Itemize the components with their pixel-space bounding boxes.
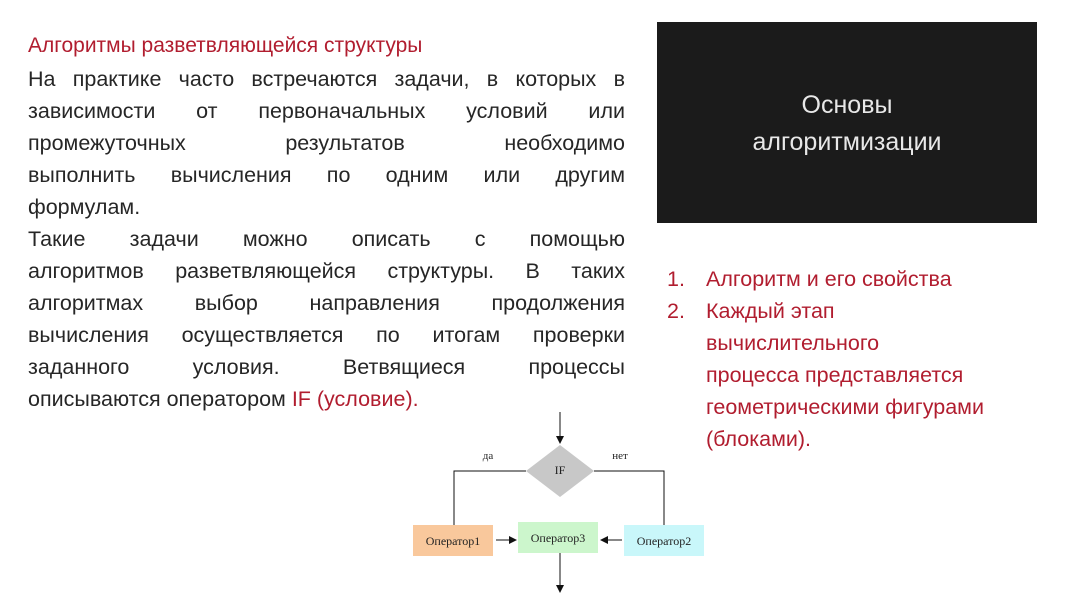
operator3-label: Оператор3 [531, 531, 586, 545]
list-item-text: Каждый этап [706, 299, 835, 323]
list-number: 1. [667, 267, 685, 291]
if-diamond [526, 445, 594, 497]
list-item-text: геометрическими фигурами [706, 395, 984, 419]
body-text-prefix: описываются оператором [28, 387, 292, 411]
operator1-box [413, 525, 493, 556]
section-title-line: алгоритмизации [752, 128, 942, 156]
body-line: промежуточных результатов необходимо [28, 131, 625, 155]
list-item-text: вычислительного [706, 331, 880, 355]
no-label: нет [612, 450, 628, 462]
body-line: На практике часто встречаются задачи, в … [28, 67, 625, 91]
body-line: Такие задачи можно описать с помощью [28, 227, 625, 251]
yes-label: да [483, 450, 494, 462]
section-title-line: Основы [801, 91, 893, 119]
numbered-list: 1. Алгоритм и его свойства 2. Каждый эта… [667, 263, 984, 455]
body-line: алгоритмах выбор направления продолжения [28, 291, 625, 315]
no-branch-line [594, 470, 665, 525]
list-number: 2. [667, 299, 685, 323]
list-item-text: процесса представляется [706, 363, 964, 387]
operator2-label: Оператор2 [637, 534, 692, 548]
body-line: алгоритмов разветвляющейся структуры. В … [28, 259, 625, 283]
body-line-last: описываются оператором IF (условие). [28, 383, 625, 415]
body-line: вычисления осуществляется по итогам пров… [28, 323, 625, 347]
list-item: 1. Алгоритм и его свойства [667, 263, 984, 295]
operator3-box [518, 522, 598, 553]
body-line: заданного условия. Ветвящиеся процессы [28, 355, 625, 379]
body-line: выполнить вычисления по одним или другим [28, 163, 625, 187]
body-line: формулам. [28, 195, 141, 219]
slide-title: Алгоритмы разветвляющейся структуры [28, 34, 423, 57]
section-title-box: Основы алгоритмизации [657, 22, 1037, 223]
yes-branch-line [453, 470, 526, 525]
operator2-box [624, 525, 704, 556]
operator1-label: Оператор1 [426, 534, 481, 548]
list-item-text: Алгоритм и его свойства [706, 267, 952, 291]
if-label: IF [555, 463, 566, 477]
list-item: 2. Каждый этап вычислительного процесса … [667, 295, 984, 455]
list-item-text: (блоками). [706, 427, 812, 451]
if-highlight: IF (условие). [291, 387, 419, 411]
body-text: На практике часто встречаются задачи, в … [28, 63, 625, 415]
body-line: зависимости от первоначальных условий ил… [28, 99, 625, 123]
